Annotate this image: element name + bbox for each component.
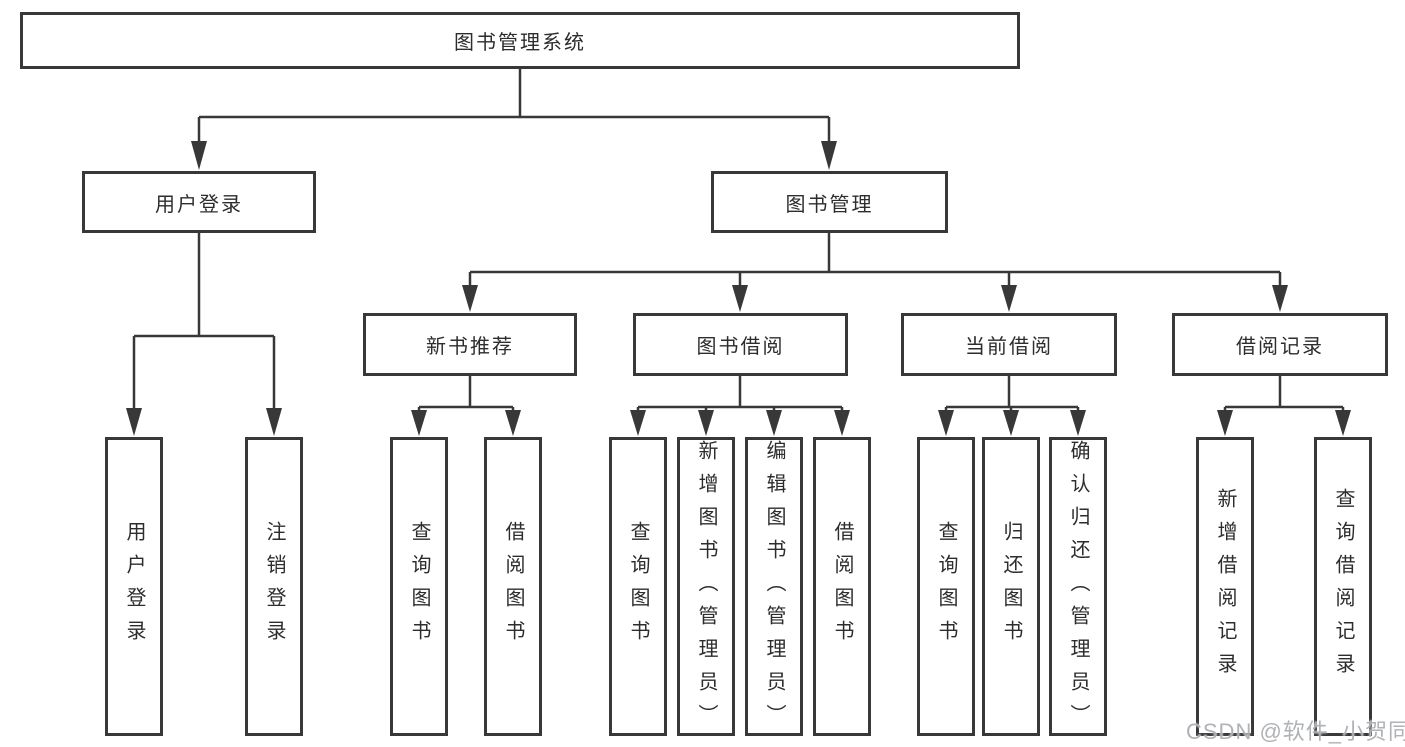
leaf-label: 查询借阅记录 bbox=[1332, 487, 1354, 686]
node-root: 图书管理系统 bbox=[20, 12, 1020, 69]
leaf-label: 用户登录 bbox=[123, 520, 145, 653]
leaf-return-books: 归还图书 bbox=[982, 437, 1040, 736]
leaf-edit-books-admin: 编辑图书（管理员） bbox=[745, 437, 803, 737]
leaf-add-books-admin: 新增图书（管理员） bbox=[677, 437, 735, 737]
leaf-label: 借阅图书 bbox=[831, 520, 853, 653]
node-borrowing-records: 借阅记录 bbox=[1172, 313, 1388, 376]
leaf-label: 新增借阅记录 bbox=[1214, 487, 1236, 686]
leaf-confirm-return-admin: 确认归还（管理员） bbox=[1049, 437, 1107, 737]
node-book-management: 图书管理 bbox=[711, 171, 948, 233]
leaf-label: 归还图书 bbox=[1000, 520, 1022, 653]
leaf-borrow-books: 借阅图书 bbox=[813, 437, 871, 736]
leaf-query-books-recommend: 查询图书 bbox=[390, 437, 448, 736]
leaf-borrow-books-recommend: 借阅图书 bbox=[484, 437, 542, 736]
leaf-label: 注销登录 bbox=[263, 520, 285, 653]
leaf-logout: 注销登录 bbox=[245, 437, 303, 736]
leaf-label: 查询图书 bbox=[627, 520, 649, 653]
leaf-query-books-borrowing: 查询图书 bbox=[609, 437, 667, 736]
leaf-user-login: 用户登录 bbox=[105, 437, 163, 736]
node-current-borrowing: 当前借阅 bbox=[901, 313, 1117, 376]
leaf-query-borrow-record: 查询借阅记录 bbox=[1314, 437, 1372, 736]
node-book-borrowing: 图书借阅 bbox=[633, 313, 848, 376]
leaf-label: 确认归还（管理员） bbox=[1067, 440, 1089, 737]
leaf-query-books-current: 查询图书 bbox=[917, 437, 975, 736]
leaf-label: 编辑图书（管理员） bbox=[763, 440, 785, 737]
leaf-label: 新增图书（管理员） bbox=[695, 440, 717, 737]
leaf-label: 借阅图书 bbox=[502, 520, 524, 653]
leaf-add-borrow-record: 新增借阅记录 bbox=[1196, 437, 1254, 736]
csdn-watermark: CSDN @软件_小贺同学 bbox=[1186, 719, 1405, 744]
node-user-login: 用户登录 bbox=[82, 171, 316, 233]
leaf-label: 查询图书 bbox=[935, 520, 957, 653]
leaf-label: 查询图书 bbox=[408, 520, 430, 653]
node-new-book-recommend: 新书推荐 bbox=[363, 313, 577, 376]
